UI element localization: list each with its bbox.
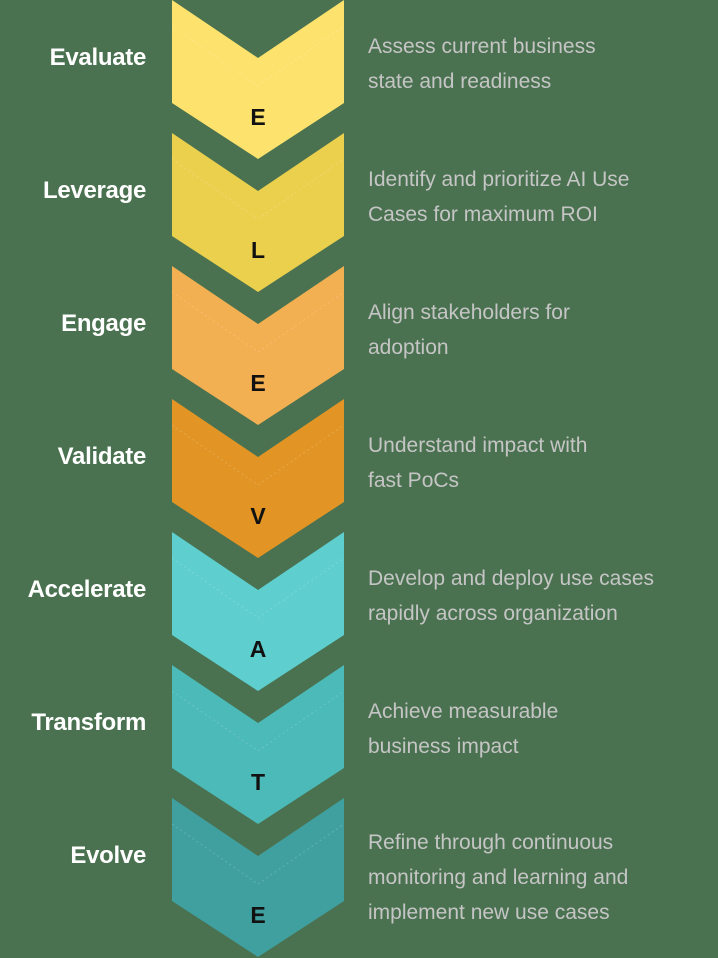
description-line: business impact [368,735,519,758]
chevron-shape [172,532,344,692]
chevron-shape [172,399,344,559]
step-description: Align stakeholders for adoption [368,295,713,365]
description-line: monitoring and learning and [368,866,629,889]
description-line: Understand impact with [368,434,588,457]
description-line: rapidly across organization [368,602,618,625]
chevron-shape [172,665,344,825]
step-accelerate: Accelerate A Develop and deploy use case… [0,532,718,692]
description-line: Achieve measurable [368,700,559,723]
step-label: Validate [57,443,147,470]
step-engage: Engage E Align stakeholders for adoption [0,266,718,426]
step-label: Evolve [70,842,146,869]
step-transform: Transform T Achieve measurable business i… [0,665,718,825]
step-letter: T [250,769,266,795]
step-letter: L [250,237,266,263]
step-description: Develop and deploy use cases rapidly acro… [368,561,713,631]
description-line: Cases for maximum ROI [368,203,598,226]
step-description: Refine through continuous monitoring and … [368,825,713,930]
step-label: Accelerate [27,576,147,603]
step-description: Assess current business state and readine… [368,29,713,99]
step-letter: V [250,503,266,529]
step-description: Understand impact with fast PoCs [368,428,713,498]
step-letter: E [250,902,266,928]
description-line: fast PoCs [368,469,460,492]
step-label: Leverage [43,177,146,204]
chevron-shape [172,266,344,426]
chevron-shape [172,798,344,958]
step-validate: Validate V Understand impact with fast Po… [0,399,718,559]
chevron-shape [172,133,344,293]
description-line: Identify and prioritize AI Use [368,168,630,191]
chevron-shape [172,0,344,160]
step-leverage: Leverage L Identify and prioritize AI Us… [0,133,718,293]
step-evaluate: Evaluate E Assess current business state … [0,0,718,160]
description-line: Assess current business [368,35,596,58]
step-label: Evaluate [49,44,147,71]
step-letter: E [250,104,266,130]
description-line: Develop and deploy use cases [368,567,655,590]
step-description: Achieve measurable business impact [368,694,713,764]
step-evolve: Evolve E Refine through continuous monito… [0,798,718,958]
step-label: Transform [31,709,146,736]
description-line: adoption [368,336,449,359]
description-line: state and readiness [368,70,552,93]
description-line: Align stakeholders for [368,301,570,324]
step-label: Engage [61,310,146,337]
description-line: implement new use cases [368,901,610,924]
description-line: Refine through continuous [368,831,614,854]
step-letter: A [249,636,267,662]
step-letter: E [250,370,266,396]
